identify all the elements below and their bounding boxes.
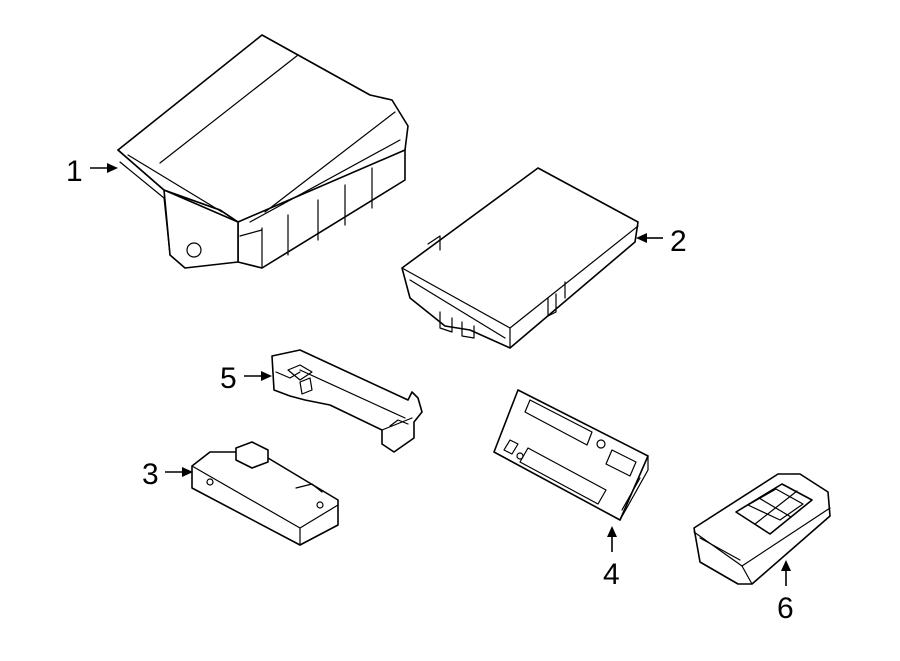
callout-1: 1 [66, 155, 118, 188]
part-4-circuit-board [493, 389, 649, 521]
callout-6: 6 [777, 560, 794, 625]
callout-label-5: 5 [220, 362, 237, 395]
callout-label-6: 6 [777, 592, 794, 625]
callout-label-1: 1 [66, 155, 83, 188]
callout-4: 4 [603, 526, 620, 591]
callout-label-2: 2 [670, 225, 687, 258]
callout-label-3: 3 [142, 458, 159, 491]
callout-5: 5 [220, 362, 272, 395]
part-2-module-box [401, 167, 639, 349]
part-6-key-fob [693, 473, 831, 585]
callout-label-4: 4 [603, 558, 620, 591]
part-5-bracket [271, 349, 423, 453]
part-3-antenna-bracket [191, 441, 339, 546]
callout-2: 2 [636, 225, 687, 258]
part-1-control-module [117, 34, 409, 269]
callout-3: 3 [142, 458, 193, 491]
